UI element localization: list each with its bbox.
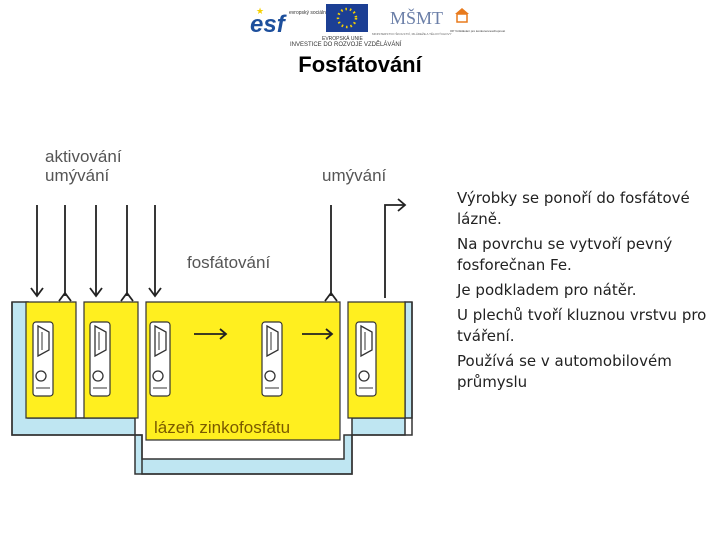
process-arrows [30, 198, 407, 340]
op-logo: OP Vzdělávání pro konkurenceschopnost [450, 8, 505, 33]
part-4 [261, 321, 283, 397]
msmt-caption: MINISTERSTVO ŠKOLSTVÍ, MLÁDEŽE A TĚLOVÝC… [372, 31, 452, 36]
label-bath: lázeň zinkofosfátu [154, 418, 290, 437]
description-list: Výrobky se ponoří do fosfátové lázně. Na… [457, 188, 707, 397]
description-item: Používá se v automobilovém průmyslu [457, 352, 672, 391]
part-5 [355, 321, 377, 397]
description-item: Na povrchu se vytvoří pevný fosforečnan … [457, 235, 673, 274]
description-item: Výrobky se ponoří do fosfátové lázně. [457, 189, 690, 228]
description-item: U plechů tvoří kluznou vrstvu pro tvářen… [457, 306, 707, 345]
part-2 [89, 321, 111, 397]
op-caption: OP Vzdělávání pro konkurenceschopnost [450, 29, 505, 33]
svg-text:★: ★ [256, 6, 264, 16]
msmt-logo-text: MŠMT [390, 7, 443, 28]
eu-flag-logo: EVROPSKÁ UNIE [322, 4, 368, 42]
phosphating-bath-liquid [145, 301, 341, 441]
label-rinse-left: umývání [45, 166, 110, 185]
logo-bar: esf ★ evropský sociální fond v ČR EVROPS… [0, 0, 720, 50]
part-1 [32, 321, 54, 397]
msmt-logo: MŠMT MINISTERSTVO ŠKOLSTVÍ, MLÁDEŽE A TĚ… [372, 7, 452, 36]
slogan-text: INVESTICE DO ROZVOJE VZDĚLÁVÁNÍ [290, 40, 402, 48]
slide-title: Fosfátování [298, 52, 422, 77]
esf-logo: esf ★ evropský sociální fond v ČR [248, 6, 351, 38]
eu-caption: EVROPSKÁ UNIE [322, 35, 364, 42]
part-3 [149, 321, 171, 397]
esf-logo-text: esf [250, 11, 287, 38]
phosphating-diagram: aktivování umývání umývání fosfátování l… [0, 130, 450, 480]
label-phosphating: fosfátování [187, 253, 270, 272]
description-item: Je podkladem pro nátěr. [457, 281, 637, 299]
label-activation: aktivování [45, 147, 122, 166]
esf-caption: evropský sociální fond v ČR [289, 9, 351, 16]
label-rinse-right: umývání [322, 166, 387, 185]
